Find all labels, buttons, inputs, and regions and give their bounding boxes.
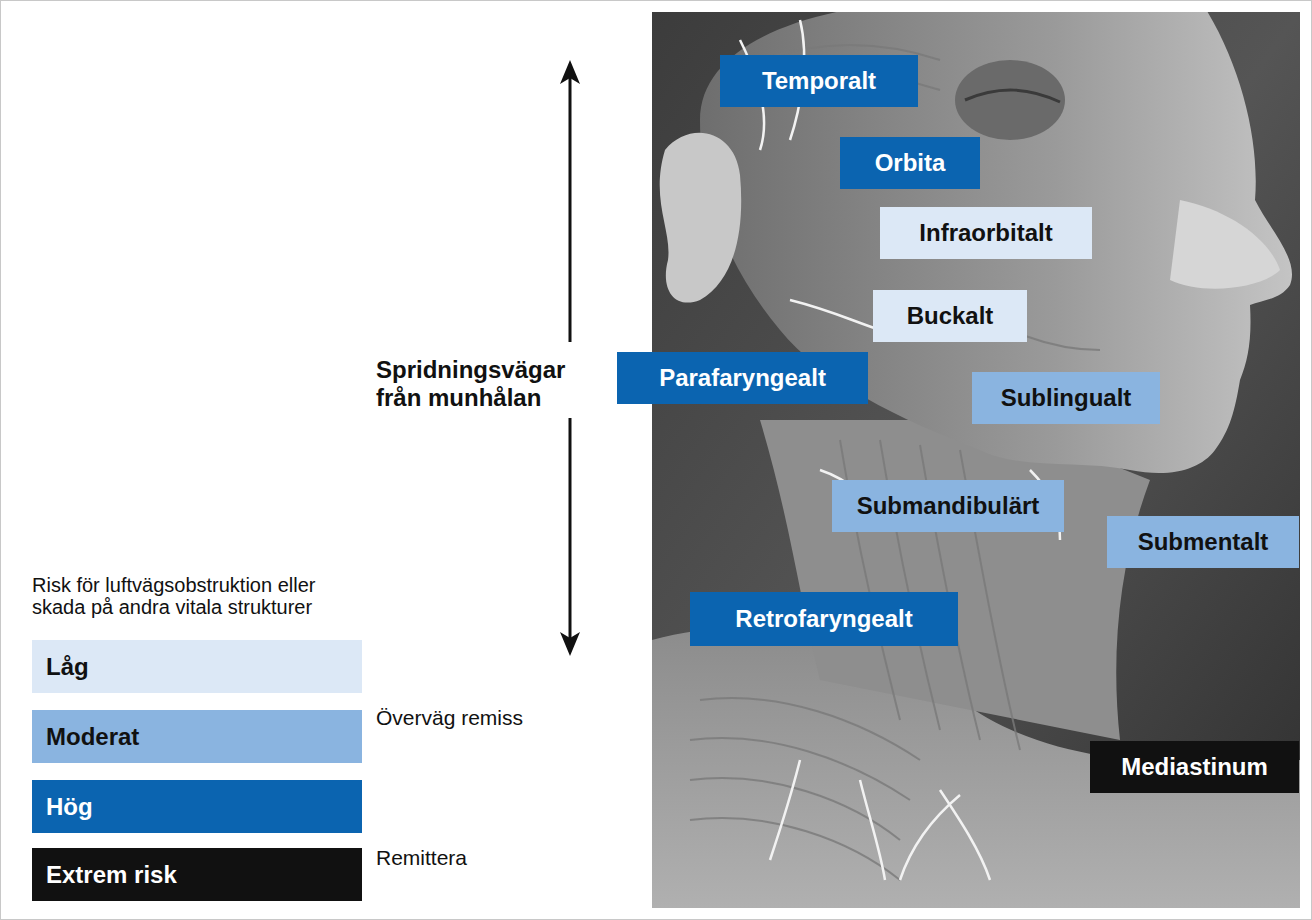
region-label-box: Temporalt bbox=[720, 55, 918, 107]
region-label-box: Buckalt bbox=[873, 290, 1027, 342]
legend-swatch: Moderat bbox=[32, 710, 362, 763]
legend-heading: Risk för luftvägsobstruktion eller skada… bbox=[32, 574, 332, 618]
legend-text: Moderat bbox=[46, 723, 139, 751]
region-name: Submandibulärt bbox=[857, 492, 1040, 520]
region-name: Infraorbitalt bbox=[919, 219, 1052, 247]
region-label-box: Mediastinum bbox=[1090, 741, 1299, 793]
region-label-box: Infraorbitalt bbox=[880, 207, 1092, 259]
legend-swatch: Hög bbox=[32, 780, 362, 833]
region-label-box: Submentalt bbox=[1107, 516, 1299, 568]
region-label-box: Parafaryngealt bbox=[617, 352, 868, 404]
region-name: Parafaryngealt bbox=[659, 364, 826, 392]
action-note: Överväg remiss bbox=[376, 706, 626, 730]
legend-swatch: Låg bbox=[32, 640, 362, 693]
region-name: Buckalt bbox=[907, 302, 994, 330]
legend-swatch: Extrem risk bbox=[32, 848, 362, 901]
region-name: Submentalt bbox=[1138, 528, 1269, 556]
region-name: Mediastinum bbox=[1121, 753, 1268, 781]
region-label-box: Orbita bbox=[840, 137, 980, 189]
region-label-box: Sublingualt bbox=[972, 372, 1160, 424]
legend-text: Hög bbox=[46, 793, 93, 821]
region-name: Sublingualt bbox=[1001, 384, 1132, 412]
legend-text: Låg bbox=[46, 653, 89, 681]
region-name: Orbita bbox=[875, 149, 946, 177]
region-name: Retrofaryngealt bbox=[735, 605, 912, 633]
region-label-box: Retrofaryngealt bbox=[690, 592, 958, 646]
region-label-box: Submandibulärt bbox=[832, 480, 1064, 532]
legend-text: Extrem risk bbox=[46, 861, 177, 889]
arrow-caption: Spridningsvägar från munhålan bbox=[376, 356, 576, 412]
region-name: Temporalt bbox=[762, 67, 876, 95]
action-note: Remittera bbox=[376, 846, 626, 870]
